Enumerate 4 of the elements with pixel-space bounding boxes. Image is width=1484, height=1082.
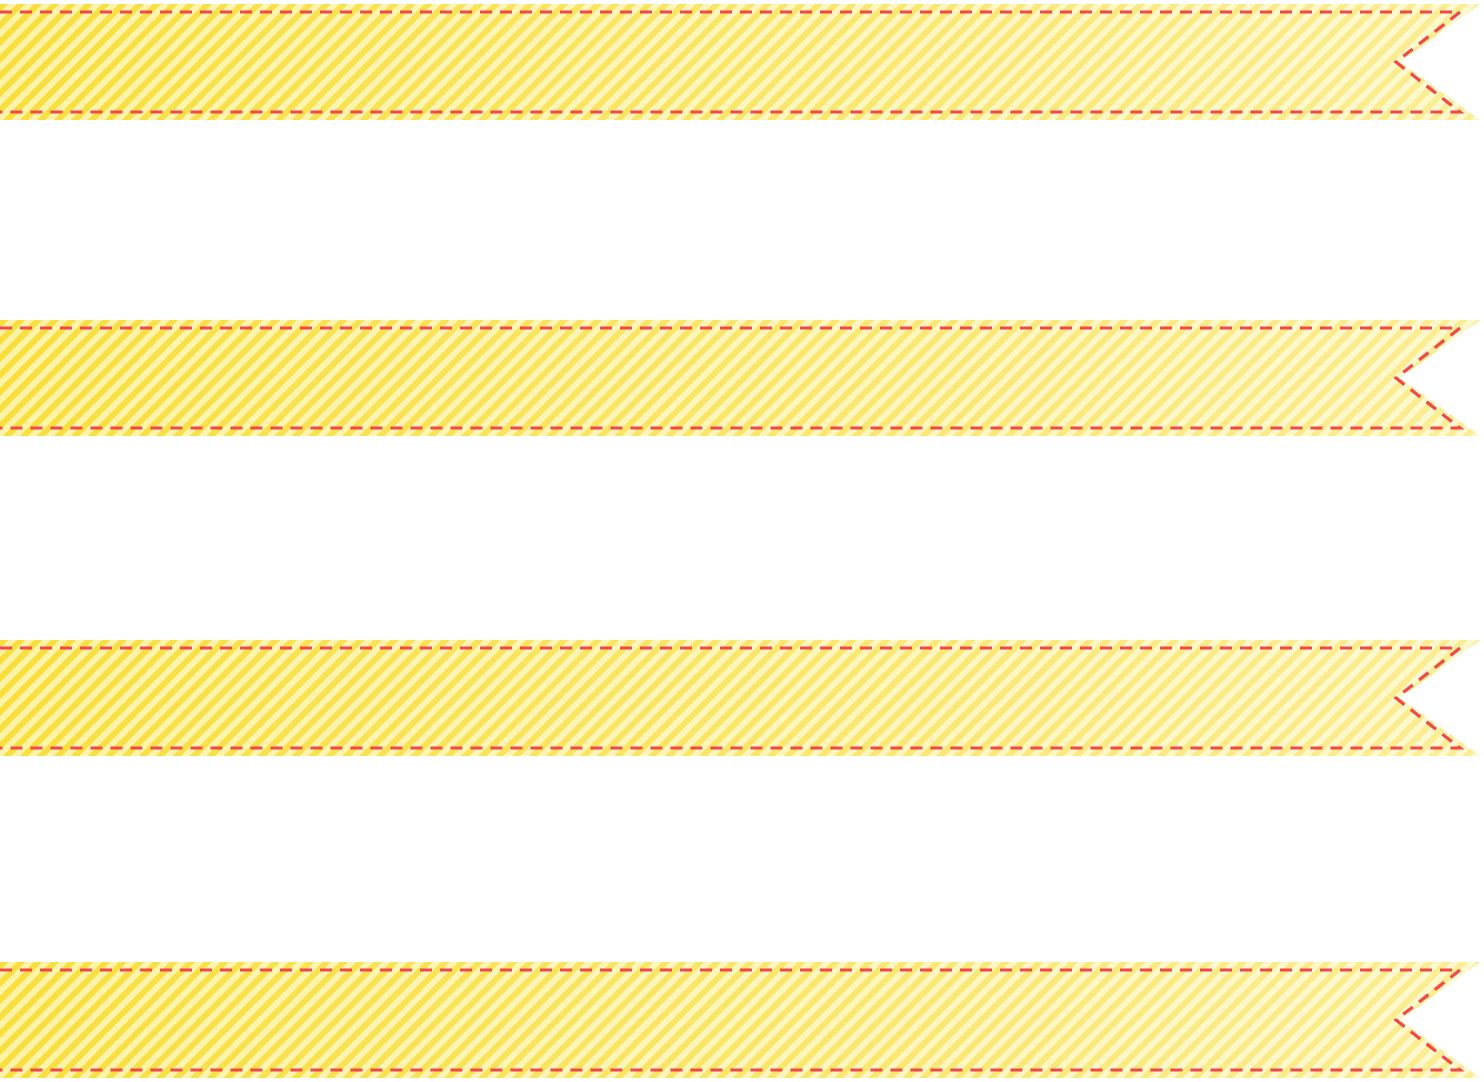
ribbon-banner [0,320,1480,436]
ribbon-banner [0,962,1480,1078]
ribbon-banner [0,640,1480,756]
ribbon-banner [0,4,1480,120]
